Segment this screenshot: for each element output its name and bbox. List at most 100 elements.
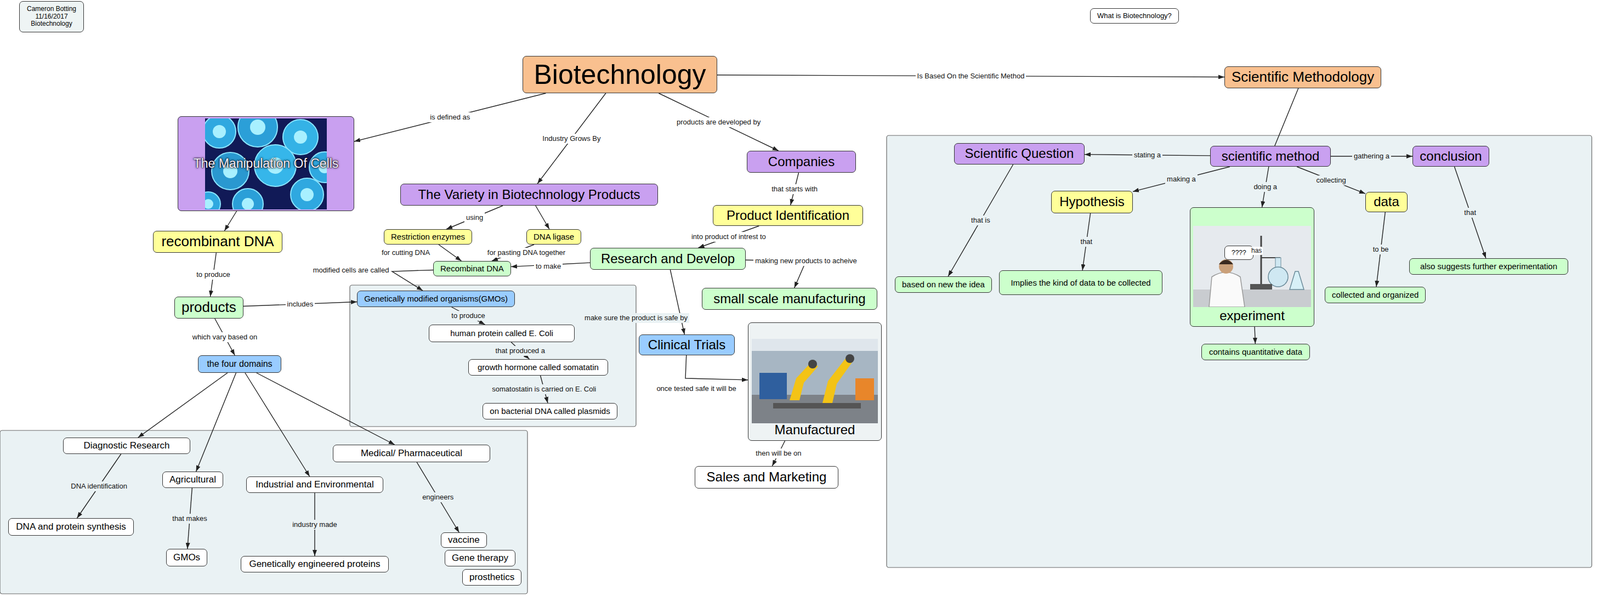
concept-box: Sales and Marketing: [694, 466, 839, 489]
node-text: Research and Develop: [600, 251, 735, 268]
concept-box: DNA ligase: [526, 229, 582, 245]
concept-box: small scale manufacturing: [701, 287, 878, 310]
concept-box: Genetically modified organisms(GMOs): [356, 290, 515, 308]
concept-box: Research and Develop: [589, 247, 746, 270]
link-label: engineers: [420, 492, 456, 503]
node-text: conclusion: [1419, 148, 1482, 165]
connector: [416, 462, 459, 533]
concept-box: Implies the kind of data to be collected: [999, 270, 1163, 295]
cells-picture: [177, 107, 355, 220]
connector: [245, 372, 310, 477]
concept-box: What is Biotechnology?: [1090, 8, 1179, 24]
link-label: to produce: [449, 310, 487, 321]
concept-box: ????: [1224, 245, 1254, 260]
node-text: data: [1373, 194, 1400, 211]
node-text: Industrial and Environmental: [255, 479, 374, 491]
link-label: to produce: [194, 269, 232, 280]
connector: [535, 205, 550, 230]
connector: [537, 93, 606, 184]
concept-box: contains quantitative data: [1201, 343, 1310, 361]
concept-box: based on new the idea: [894, 276, 992, 293]
node-text: on bacterial DNA called plasmids: [489, 406, 610, 417]
node-text: small scale manufacturing: [713, 291, 866, 308]
node-text: Product Identification: [726, 207, 850, 224]
node-text: Genetically modified organisms(GMOs): [364, 293, 508, 304]
node-text: prosthetics: [469, 571, 515, 583]
link-label: that produced a: [494, 345, 547, 356]
concept-box: conclusion: [1412, 145, 1490, 167]
concept-box: Cameron Botting 11/16/2017 Biotechnology: [19, 1, 84, 33]
connector: [685, 355, 748, 380]
node-text: also suggests further experimentation: [1420, 261, 1558, 272]
connector: [948, 164, 1013, 277]
concept-box: Industrial and Environmental: [246, 476, 384, 493]
concept-box: growth hormone called somatatin: [468, 359, 609, 376]
link-label: doing a: [1251, 182, 1279, 192]
concept-box: collected and organized: [1324, 286, 1426, 304]
connector: [392, 269, 434, 291]
concept-box: prosthetics: [462, 569, 522, 586]
node-text: contains quantitative data: [1209, 347, 1303, 357]
link-label: that starts with: [769, 184, 820, 195]
link-label: includes: [285, 299, 316, 310]
connector: [438, 244, 462, 262]
concept-box: Agricultural: [162, 471, 224, 489]
link-label: that is: [969, 215, 992, 226]
connector: [1454, 166, 1486, 259]
link-label: modified cells are called: [311, 265, 391, 276]
node-text: Implies the kind of data to be collected: [1010, 277, 1151, 288]
link-label: make sure the product is safe by: [582, 313, 690, 323]
node-text: Genetically engineered proteins: [248, 558, 380, 570]
group-panel: [0, 430, 528, 594]
node-text: Scientific Question: [965, 145, 1075, 162]
node-text: GMOs: [173, 552, 201, 564]
concept-box: experiment????: [1189, 207, 1315, 327]
concept-box: Manufactured: [747, 322, 882, 441]
link-label: making new products to acheive: [753, 256, 859, 266]
connector: [196, 372, 237, 472]
concept-box: Recombinat DNA: [433, 261, 512, 277]
node-text: Cameron Botting 11/16/2017 Biotechnology: [23, 5, 81, 28]
concept-box: recombinant DNA: [152, 230, 283, 253]
concept-box: Scientific Question: [954, 143, 1085, 165]
node-text: The Manipulation Of Cells: [193, 156, 339, 172]
concept-box: on bacterial DNA called plasmids: [482, 403, 618, 420]
node-text: collected and organized: [1331, 290, 1419, 300]
link-label: once tested safe it will be: [654, 383, 738, 394]
lab-picture: [1189, 207, 1315, 327]
concept-box: The Variety in Biotechnology Products: [400, 183, 658, 206]
node-text: products: [181, 298, 237, 316]
concept-box: Hypothesis: [1051, 190, 1133, 214]
concept-box: Scientific Methodology: [1224, 66, 1382, 89]
group-panel: [349, 285, 637, 427]
link-label: is defined as: [428, 112, 472, 123]
node-text: Companies: [768, 154, 835, 170]
node-text: The Variety in Biotechnology Products: [417, 186, 640, 203]
link-label: Industry Grows By: [540, 133, 603, 144]
link-label: that: [1462, 207, 1478, 218]
connector: [1132, 166, 1230, 192]
node-text: DNA ligase: [533, 231, 575, 242]
concept-box: vaccine: [440, 532, 487, 548]
concept-box: Product Identification: [712, 205, 864, 226]
connector: [658, 93, 779, 151]
concept-box: also suggests further experimentation: [1409, 258, 1569, 275]
node-text: DNA and protein synthesis: [15, 521, 126, 533]
link-label: Is Based On the Scientific Method: [915, 71, 1027, 82]
concept-box: DNA and protein synthesis: [8, 518, 134, 536]
node-text: Biotechnology: [533, 58, 706, 92]
concept-box: GMOs: [166, 548, 208, 567]
node-text: Scientific Methodology: [1231, 68, 1375, 86]
link-label: to make: [534, 261, 563, 272]
concept-box: the four domains: [197, 355, 282, 373]
concept-box: Gene therapy: [444, 549, 516, 567]
node-text: growth hormone called somatatin: [477, 362, 599, 373]
node-text: What is Biotechnology?: [1097, 11, 1172, 21]
node-text: Agricultural: [169, 474, 217, 486]
link-label: products are developed by: [674, 117, 763, 128]
concept-box: Medical/ Pharmaceutical: [332, 444, 491, 463]
concept-box: data: [1365, 191, 1408, 213]
note-label: has: [1250, 246, 1263, 255]
connector: [354, 93, 546, 142]
